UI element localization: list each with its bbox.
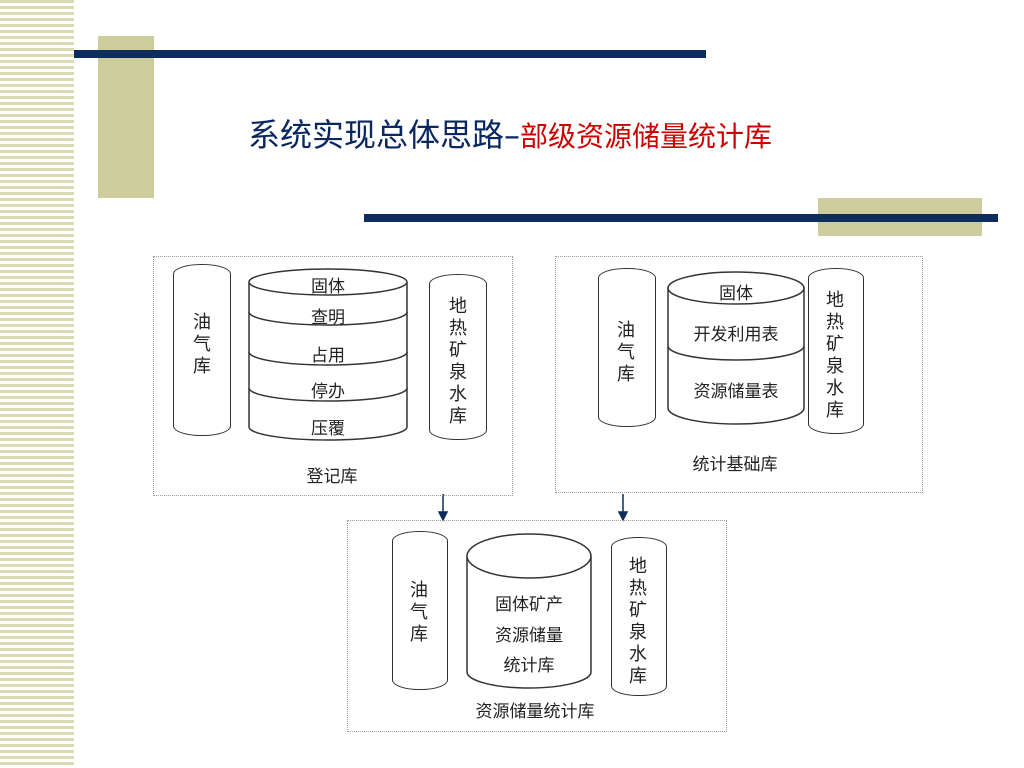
slide-title: 系统实现总体思路–部级资源储量统计库: [248, 110, 772, 156]
stats-caption: 统计基础库: [692, 455, 778, 475]
solid-label-2: 固体: [719, 284, 753, 304]
geothermal-label-1: 地 热 矿 泉 水 库: [449, 296, 467, 427]
title-highlight: 部级资源储量统计库: [520, 120, 773, 153]
geothermal-label-3: 地 热 矿 泉 水 库: [629, 556, 647, 687]
stats-layer-label-2: 资源储量表: [693, 382, 779, 402]
arrow-head-right: [617, 511, 629, 522]
layer-label-2: 占用: [311, 346, 345, 366]
solid-cylinder-body-1: [248, 282, 408, 441]
solid-label-1: 固体: [311, 277, 345, 297]
reserve-center-line-1: 固体矿产: [495, 595, 563, 615]
geothermal-cylinder-3: [611, 537, 667, 696]
panel-reserve: [347, 520, 727, 732]
layer-label-4: 压覆: [311, 419, 345, 439]
reserve-center-line-3: 统计库: [503, 656, 555, 676]
panel-stats: [555, 256, 923, 493]
geothermal-cylinder-2: [808, 268, 864, 434]
arrow-head-left: [437, 511, 449, 522]
panel-register: [153, 256, 513, 496]
oil-gas-cylinder-3: [392, 531, 448, 690]
oil-gas-cylinder-2: [598, 268, 656, 427]
layer-label-1: 查明: [311, 308, 345, 328]
register-caption: 登记库: [306, 467, 358, 487]
oil-gas-cylinder-1: [173, 264, 231, 436]
geothermal-label-2: 地 热 矿 泉 水 库: [826, 290, 844, 421]
oil-gas-label-1: 油 气 库: [193, 312, 211, 377]
oil-gas-label-3: 油 气 库: [410, 580, 428, 645]
solid-cylinder-top-2: [667, 271, 805, 305]
oil-gas-label-2: 油 气 库: [617, 320, 635, 385]
reserve-cylinder-body: [466, 556, 592, 689]
reserve-center-line-2: 资源储量: [495, 626, 563, 646]
decor-block-top: [98, 36, 154, 198]
reserve-cylinder-top: [466, 533, 592, 579]
solid-cylinder-body-2: [667, 288, 805, 425]
title-main: 系统实现总体思路–: [248, 116, 521, 154]
stats-layer-label-1: 开发利用表: [693, 325, 779, 345]
decor-bar-top: [74, 50, 706, 58]
striped-sidebar: [0, 0, 74, 768]
layer-label-3: 停办: [311, 382, 345, 402]
decor-bar-bottom: [364, 214, 998, 222]
geothermal-cylinder-1: [429, 274, 487, 440]
reserve-caption: 资源储量统计库: [475, 702, 595, 722]
solid-cylinder-top-1: [248, 268, 408, 296]
